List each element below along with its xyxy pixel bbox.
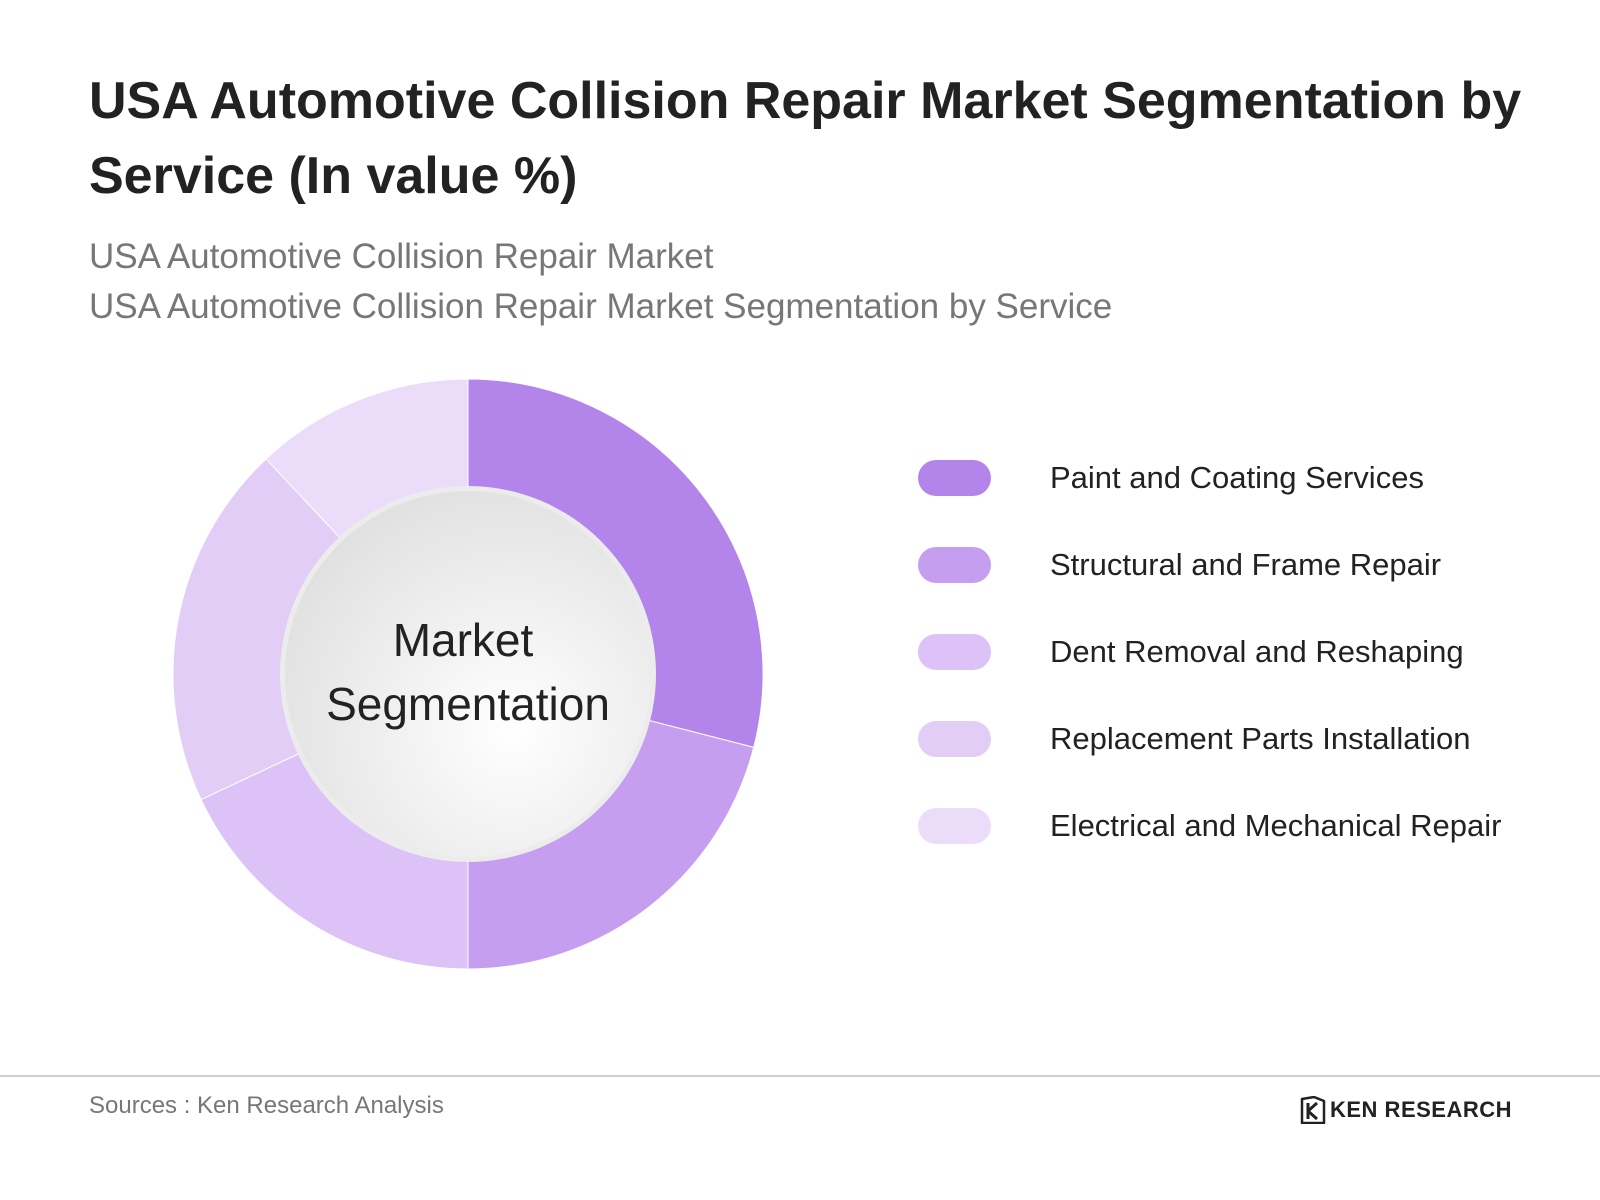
chart-subtitle-segmentation: USA Automotive Collision Repair Market S… <box>89 287 1113 326</box>
legend-swatch <box>918 547 991 583</box>
legend-item-replacement-parts: Replacement Parts Installation <box>918 721 1558 757</box>
legend-item-electrical-mechanical: Electrical and Mechanical Repair <box>918 808 1558 844</box>
legend-swatch <box>918 460 991 496</box>
legend-label: Dent Removal and Reshaping <box>1050 634 1464 669</box>
legend-swatch <box>918 721 991 757</box>
ken-research-logo-icon <box>1300 1096 1326 1124</box>
legend-label: Structural and Frame Repair <box>1050 547 1442 582</box>
legend: Paint and Coating Services Structural an… <box>918 460 1558 895</box>
footer-source: Sources : Ken Research Analysis <box>89 1092 444 1119</box>
brand-name: KEN RESEARCH <box>1330 1097 1513 1122</box>
legend-swatch <box>918 808 991 844</box>
center-label-line1: Market <box>393 614 534 666</box>
chart-title: USA Automotive Collision Repair Market S… <box>89 72 1522 205</box>
legend-item-dent-removal: Dent Removal and Reshaping <box>918 634 1558 670</box>
legend-label: Replacement Parts Installation <box>1050 721 1471 756</box>
donut-center-disc <box>285 491 651 857</box>
center-label-line2: Segmentation <box>326 678 610 730</box>
brand-logo: KEN RESEARCH <box>1300 1095 1512 1125</box>
legend-label: Electrical and Mechanical Repair <box>1050 808 1502 843</box>
footer-divider <box>0 1075 1600 1077</box>
legend-swatch <box>918 634 991 670</box>
chart-subtitle-market: USA Automotive Collision Repair Market <box>89 237 714 276</box>
legend-item-paint-coating: Paint and Coating Services <box>918 460 1558 496</box>
legend-item-structural-frame: Structural and Frame Repair <box>918 547 1558 583</box>
legend-label: Paint and Coating Services <box>1050 460 1424 495</box>
